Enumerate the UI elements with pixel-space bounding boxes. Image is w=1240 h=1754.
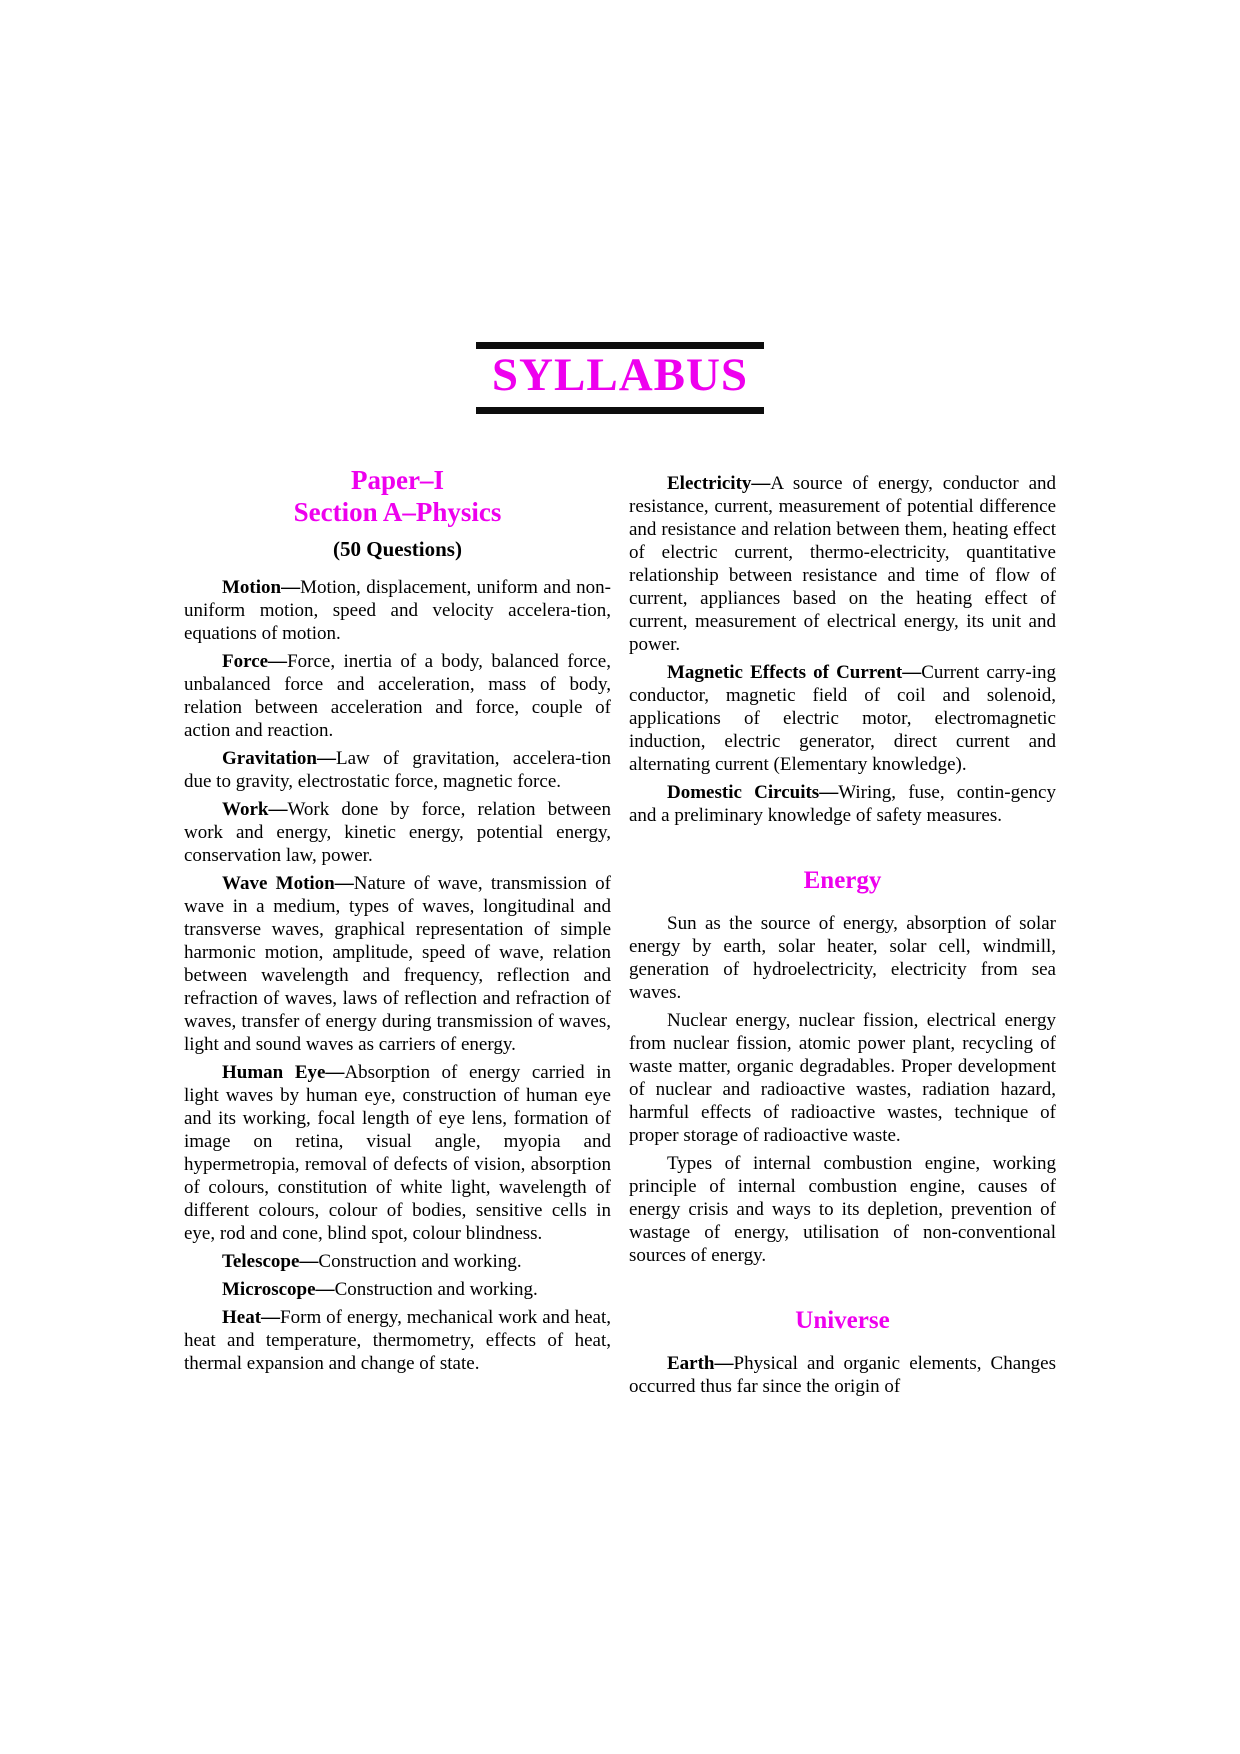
question-count: (50 Questions)	[333, 537, 462, 561]
left-column: Paper–I Section A–Physics (50 Questions)…	[184, 464, 611, 1403]
syllabus-paragraph: Magnetic Effects of Current—Current carr…	[629, 662, 1057, 775]
syllabus-paragraph: Electricity—A source of energy, conducto…	[629, 473, 1056, 655]
syllabus-paragraph: Types of internal combustion engine, wor…	[629, 1153, 1056, 1266]
page-title-block: SYLLABUS	[0, 0, 1240, 414]
two-column-content: Paper–I Section A–Physics (50 Questions)…	[184, 464, 1056, 1403]
syllabus-paragraph: Sun as the source of energy, absorption …	[629, 913, 1056, 1003]
universe-paragraphs: Earth—Physical and organic elements, Cha…	[629, 1352, 1056, 1398]
energy-paragraphs: Sun as the source of energy, absorption …	[629, 912, 1056, 1267]
topic-lead: Motion—	[222, 577, 301, 598]
right-column: Electricity—A source of energy, conducto…	[629, 464, 1056, 1403]
syllabus-paragraph: Earth—Physical and organic elements, Cha…	[629, 1353, 1056, 1397]
syllabus-paragraph: Wave Motion—Nature of wave, transmission…	[184, 873, 611, 1055]
energy-heading: Energy	[803, 867, 882, 894]
syllabus-paragraph: Human Eye—Absorption of energy carried i…	[184, 1062, 611, 1244]
paper-heading: Paper–I	[351, 465, 444, 495]
syllabus-paragraph: Nuclear energy, nuclear fission, electri…	[629, 1010, 1056, 1146]
syllabus-paragraph: Heat—Form of energy, mechanical work and…	[184, 1307, 611, 1374]
syllabus-paragraph: Motion—Motion, displacement, uniform and…	[184, 577, 611, 644]
topic-lead: Heat—	[222, 1307, 281, 1328]
topic-lead: Magnetic Effects of Current—	[667, 662, 922, 683]
topic-lead: Microscope—	[222, 1279, 335, 1300]
topic-lead: Earth—	[667, 1353, 734, 1374]
topic-lead: Telescope—	[222, 1251, 319, 1272]
syllabus-paragraph: Telescope—Construction and working.	[222, 1251, 522, 1272]
topic-lead: Human Eye—	[222, 1062, 345, 1083]
section-a-physics-heading: Section A–Physics	[293, 497, 502, 527]
syllabus-paragraph: Microscope—Construction and working.	[222, 1279, 538, 1300]
topic-lead: Work—	[222, 799, 288, 820]
universe-heading: Universe	[795, 1307, 890, 1334]
electricity-paragraphs: Electricity—A source of energy, conducto…	[629, 472, 1056, 827]
topic-lead: Force—	[222, 651, 288, 672]
topic-lead: Electricity—	[667, 473, 771, 494]
syllabus-paragraph: Work—Work done by force, relation betwee…	[184, 799, 611, 866]
topic-lead: Domestic Circuits—	[667, 782, 839, 803]
syllabus-paragraph: Domestic Circuits—Wiring, fuse, contin-g…	[629, 782, 1056, 826]
topic-lead: Gravitation—	[222, 748, 336, 769]
page-title: SYLLABUS	[491, 349, 749, 401]
syllabus-paragraph: Gravitation—Law of gravitation, accelera…	[184, 748, 611, 792]
syllabus-paragraph: Force—Force, inertia of a body, balanced…	[184, 651, 611, 741]
title-ruled-box: SYLLABUS	[475, 342, 765, 414]
physics-paragraphs: Motion—Motion, displacement, uniform and…	[184, 576, 611, 1375]
topic-lead: Wave Motion—	[222, 873, 354, 894]
